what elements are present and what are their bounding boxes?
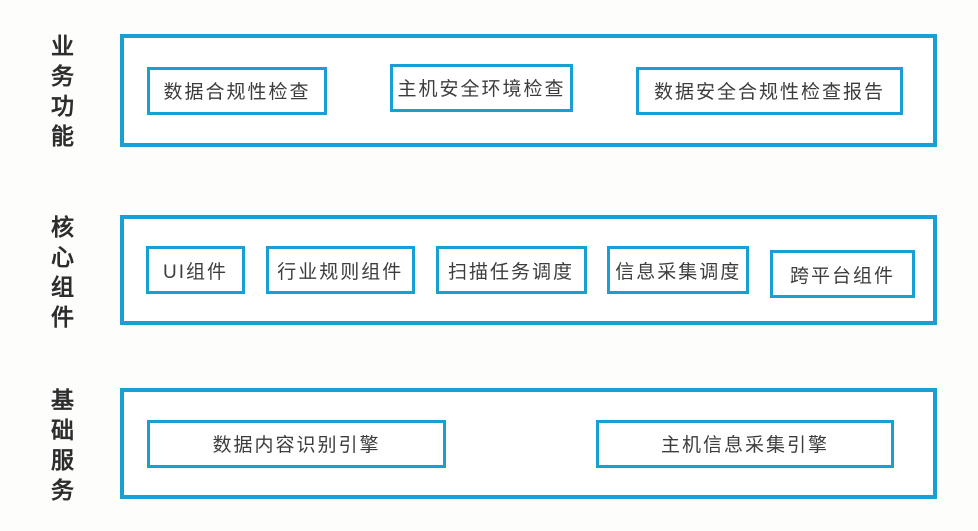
- node-scan-task-scheduling: 扫描任务调度: [435, 246, 587, 294]
- band-basic-services: 数据内容识别引擎 主机信息采集引擎: [120, 388, 937, 499]
- row-basic-services: 基础服务 数据内容识别引擎 主机信息采集引擎: [0, 388, 937, 508]
- node-host-info-collection-engine: 主机信息采集引擎: [596, 419, 894, 468]
- node-industry-rule-component: 行业规则组件: [265, 246, 415, 294]
- node-data-security-compliance-report: 数据安全合规性检查报告: [636, 66, 903, 115]
- row-core-components: 核心组件 UI组件 行业规则组件 扫描任务调度 信息采集调度 跨平台组件: [0, 215, 937, 335]
- node-cross-platform-component: 跨平台组件: [770, 250, 915, 298]
- row-label-business-functions: 业务功能: [47, 34, 74, 154]
- band-business-functions: 数据合规性检查 主机安全环境检查 数据安全合规性检查报告: [120, 34, 937, 147]
- node-ui-component: UI组件: [146, 246, 245, 294]
- row-business-functions: 业务功能 数据合规性检查 主机安全环境检查 数据安全合规性检查报告: [0, 34, 937, 154]
- node-host-security-env-check: 主机安全环境检查: [390, 63, 573, 112]
- node-info-collection-scheduling: 信息采集调度: [607, 246, 750, 294]
- row-label-basic-services: 基础服务: [47, 388, 74, 508]
- band-core-components: UI组件 行业规则组件 扫描任务调度 信息采集调度 跨平台组件: [120, 215, 937, 325]
- row-label-core-components: 核心组件: [47, 215, 74, 335]
- node-data-compliance-check: 数据合规性检查: [147, 66, 327, 115]
- node-data-content-recognition-engine: 数据内容识别引擎: [147, 419, 446, 468]
